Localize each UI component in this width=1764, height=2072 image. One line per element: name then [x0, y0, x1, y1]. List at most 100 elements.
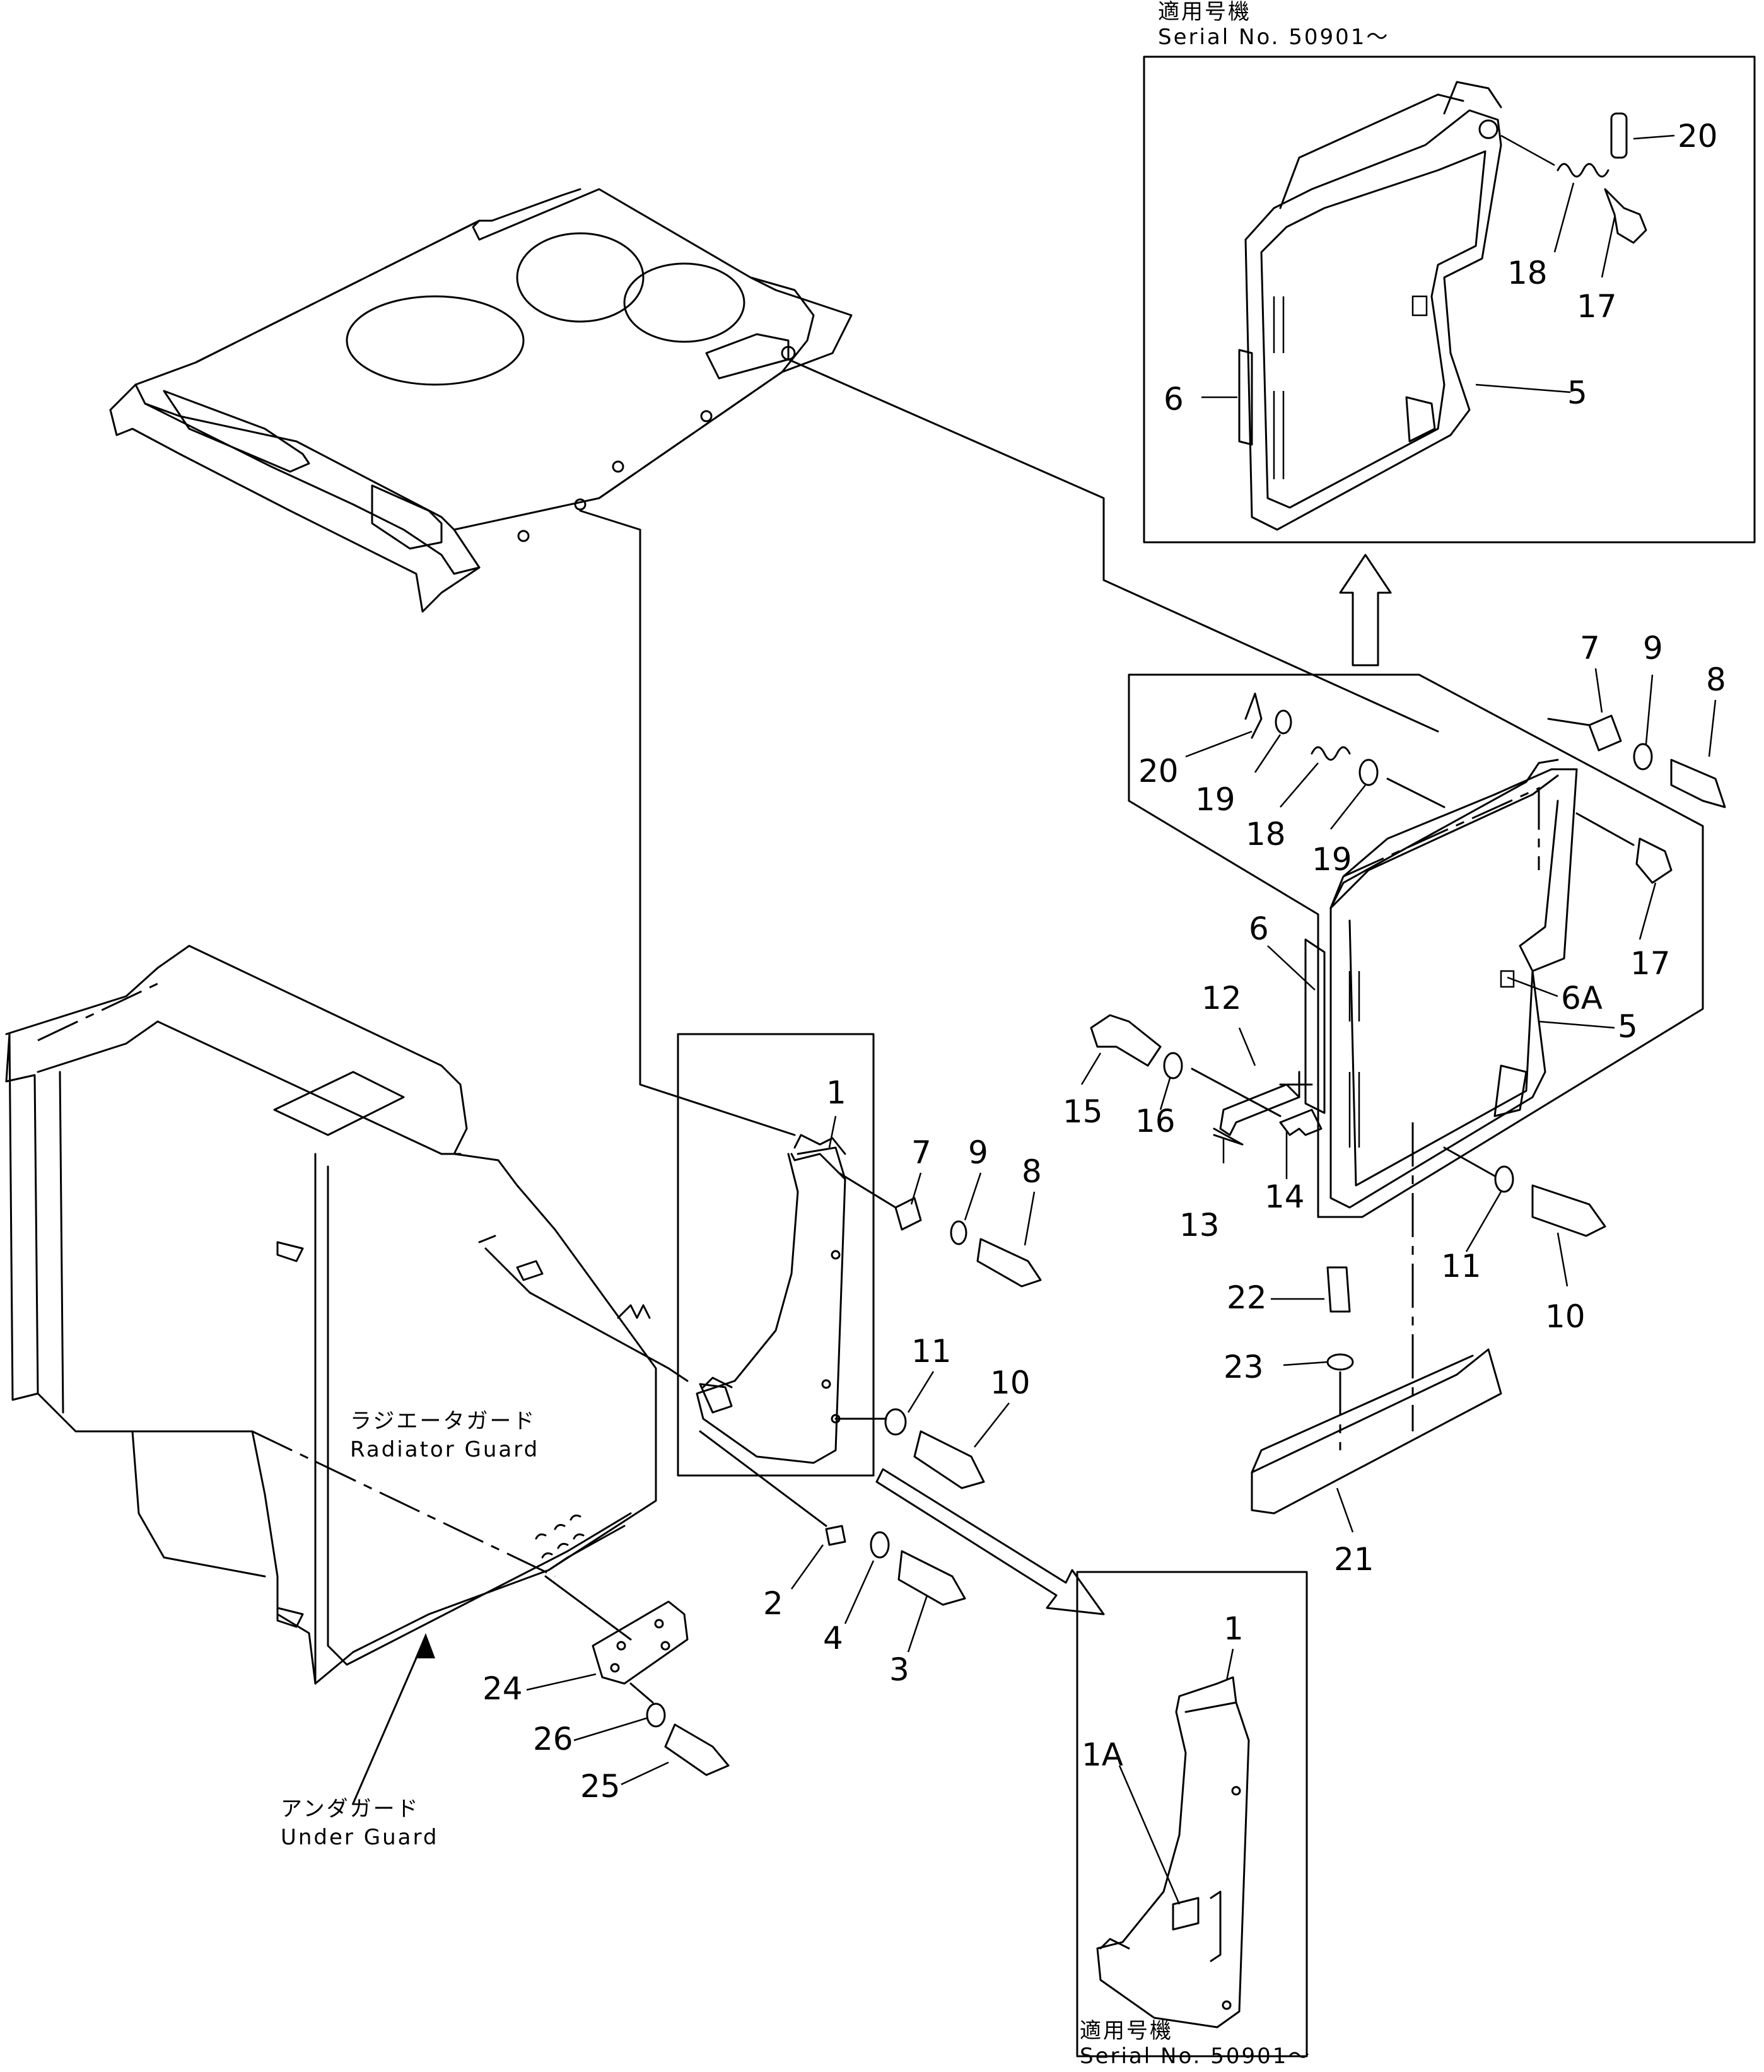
pin-20: [1244, 692, 1263, 739]
radiator-guard-label-en: Radiator Guard: [350, 1437, 539, 1462]
top-inset-serial-jp: 適用号機: [1158, 0, 1251, 25]
washer-9: [1633, 743, 1653, 771]
bottom-inset-serial-jp: 適用号機: [1080, 2018, 1173, 2044]
pin-13: [1213, 1127, 1244, 1146]
spring-18: [1311, 746, 1351, 761]
callout-6: 6: [1164, 381, 1184, 417]
bolt-15: [1090, 1014, 1162, 1067]
bolt-10: [913, 1430, 985, 1489]
washer-19b: [1358, 759, 1379, 786]
door-panel: [1329, 768, 1578, 1209]
callout-10: 10: [990, 1365, 1031, 1401]
top-inset: 適用号機 Serial No. 50901～ 20 18 17 6 5: [1143, 0, 1756, 544]
callout-8: 8: [1022, 1153, 1042, 1190]
top-inset-frame: [1143, 55, 1756, 544]
callout-6: 6: [1249, 911, 1269, 947]
bolt-22: [1326, 1266, 1351, 1313]
top-inset-door-panel: [1244, 109, 1502, 531]
top-inset-pin-20: [1610, 112, 1628, 159]
bolt-10: [1531, 1184, 1606, 1237]
clip-7: [894, 1197, 922, 1231]
washer-9: [950, 1220, 967, 1245]
callout-11: 11: [1441, 1248, 1481, 1284]
bolt-8: [976, 1238, 1042, 1288]
bolt-8: [1670, 759, 1726, 808]
callout-7: 7: [911, 1134, 932, 1171]
cover-strip-21: [1251, 1348, 1502, 1515]
bottom-inset: 1 1A 適用号機 Serial No. 50901～: [1076, 1571, 1311, 2069]
callout-25: 25: [580, 1768, 621, 1805]
callout-9: 9: [1643, 630, 1663, 666]
connector-canopy-to-door: [787, 358, 1439, 733]
callout-18: 18: [1246, 816, 1286, 853]
callout-26: 26: [533, 1721, 573, 1757]
washer-26: [646, 1702, 666, 1728]
under-guard-label-jp: アンダガード: [281, 1796, 420, 1822]
washer-23: [1326, 1353, 1354, 1371]
clip-7: [1588, 714, 1622, 752]
center-panel-frame: [677, 1033, 875, 1477]
under-guard-arrow: [352, 1635, 427, 1805]
knob-17: [1635, 837, 1673, 884]
callout-1A: 1A: [1082, 1737, 1123, 1773]
center-panel-group: 1 7 9 8 11 10 2 4 3: [677, 1033, 1105, 1688]
callout-16: 16: [1135, 1103, 1176, 1139]
right-door-assembly: 7 9 8 20 19 18 19 17 6 6A 5 12 15 16 13 …: [1063, 630, 1726, 1578]
washer-11: [884, 1408, 907, 1436]
callout-20: 20: [1138, 753, 1179, 789]
diagonal-arrow: [875, 1468, 1105, 1615]
washer-11: [1494, 1165, 1514, 1193]
callout-17: 17: [1577, 288, 1617, 325]
rod-12: [1219, 1083, 1300, 1136]
top-inset-knob-17: [1604, 188, 1647, 244]
callout-1: 1: [826, 1074, 846, 1111]
callout-7: 7: [1580, 630, 1600, 666]
under-guard-label-en: Under Guard: [281, 1825, 438, 1850]
bottom-inset-frame: [1076, 1571, 1308, 2057]
callout-11: 11: [911, 1333, 952, 1370]
callout-12: 12: [1201, 980, 1242, 1016]
under-guard-parts: 24 26 25: [482, 1575, 730, 1805]
bolt-25: [664, 1723, 730, 1776]
callout-19: 19: [1312, 841, 1352, 878]
callout-13: 13: [1179, 1207, 1220, 1243]
callout-17: 17: [1630, 945, 1671, 982]
callout-5: 5: [1618, 1008, 1638, 1045]
bottom-inset-bracket-1: [1096, 1701, 1250, 2028]
top-inset-spring-18: [1557, 163, 1609, 178]
callout-1: 1: [1224, 1610, 1244, 1647]
connector-canopy-to-center: [579, 509, 796, 1136]
callout-6A: 6A: [1561, 980, 1603, 1016]
plate-24: [592, 1600, 689, 1685]
nut-2: [825, 1525, 846, 1546]
callout-22: 22: [1227, 1279, 1267, 1316]
bolt-3: [897, 1550, 966, 1606]
callout-21: 21: [1334, 1541, 1374, 1578]
upward-arrow: [1339, 554, 1392, 666]
callout-14: 14: [1265, 1179, 1305, 1215]
latch-14: [1279, 1109, 1323, 1136]
callout-20: 20: [1678, 118, 1718, 154]
callout-24: 24: [482, 1670, 523, 1707]
callout-2: 2: [763, 1585, 783, 1622]
callout-4: 4: [823, 1620, 843, 1656]
center-bracket-1: [696, 1146, 846, 1464]
callout-18: 18: [1507, 255, 1548, 291]
callout-9: 9: [968, 1134, 988, 1171]
radiator-guard-label-jp: ラジエータガード: [350, 1409, 536, 1434]
radiator-guard: ラジエータガード Radiator Guard: [5, 945, 733, 1685]
washer-19a: [1275, 709, 1292, 735]
callout-19: 19: [1195, 781, 1235, 818]
callout-15: 15: [1063, 1093, 1103, 1130]
callout-3: 3: [889, 1651, 909, 1688]
washer-4: [870, 1531, 890, 1559]
callout-10: 10: [1545, 1298, 1586, 1335]
callout-8: 8: [1706, 661, 1726, 698]
callout-5: 5: [1567, 375, 1587, 411]
washer-16: [1163, 1052, 1183, 1080]
callout-23: 23: [1224, 1349, 1264, 1385]
top-inset-serial-en: Serial No. 50901～: [1158, 25, 1389, 50]
top-canopy: [109, 188, 853, 613]
bottom-inset-serial-en: Serial No. 50901～: [1080, 2044, 1311, 2069]
